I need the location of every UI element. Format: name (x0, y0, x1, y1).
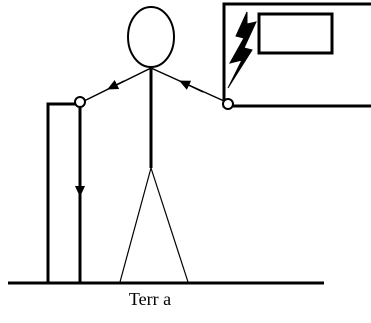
electrical-appliance (222, 2, 371, 108)
current-arrow-out (107, 80, 125, 90)
person-figure (83, 6, 225, 283)
current-arrow-in (179, 80, 204, 93)
person-head (127, 6, 175, 68)
appliance-contact-point (222, 98, 234, 110)
appliance-panel (257, 12, 334, 55)
ground-label: Terr a (128, 289, 172, 309)
hand-contact-point (74, 96, 86, 108)
grounded-conductor (46, 96, 86, 282)
lightning-bolt-icon (227, 11, 257, 89)
right-leg (150, 167, 189, 283)
appliance-housing (222, 2, 371, 108)
left-leg (119, 167, 152, 283)
